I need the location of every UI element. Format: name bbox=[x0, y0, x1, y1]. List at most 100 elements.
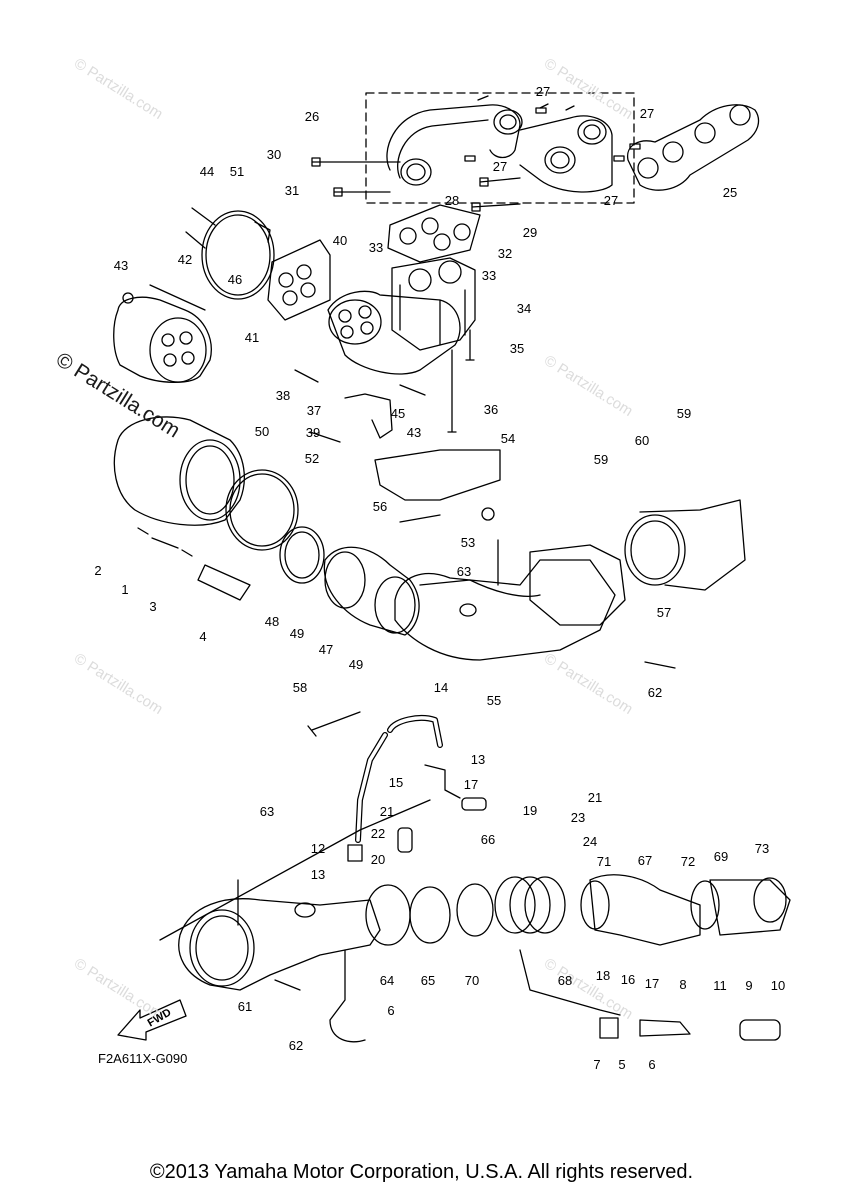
exhaust-gasket-25 bbox=[627, 104, 760, 191]
bolt-39 bbox=[309, 431, 341, 443]
part-label-5: 5 bbox=[618, 1057, 626, 1072]
part-label-11: 11 bbox=[713, 978, 727, 993]
gasket-59 bbox=[529, 544, 626, 626]
part-label-13: 13 bbox=[470, 752, 486, 767]
part-label-15: 15 bbox=[388, 775, 404, 790]
part-label-47: 47 bbox=[318, 642, 334, 657]
part-label-13: 13 bbox=[310, 867, 326, 882]
bolt-56 bbox=[399, 514, 441, 523]
part-label-46: 46 bbox=[227, 272, 243, 287]
part-label-14: 14 bbox=[433, 680, 449, 695]
part-label-62: 62 bbox=[288, 1038, 304, 1053]
part-label-35: 35 bbox=[509, 341, 525, 356]
band-72 bbox=[690, 880, 720, 930]
part-label-51: 51 bbox=[229, 164, 245, 179]
bolt-set-1-3 bbox=[137, 527, 193, 557]
fwd-arrow bbox=[117, 999, 187, 1041]
part-label-9: 9 bbox=[745, 978, 753, 993]
bracket-54 bbox=[374, 449, 501, 501]
hose-12 bbox=[347, 844, 363, 862]
part-label-56: 56 bbox=[372, 499, 388, 514]
part-label-33: 33 bbox=[368, 240, 384, 255]
part-label-17: 17 bbox=[644, 976, 660, 991]
part-label-73: 73 bbox=[754, 841, 770, 856]
copyright-notice: ©2013 Yamaha Motor Corporation, U.S.A. A… bbox=[149, 1161, 694, 1183]
part-label-64: 64 bbox=[379, 973, 395, 988]
part-label-41: 41 bbox=[244, 330, 260, 345]
intake-spacer-34 bbox=[391, 257, 476, 351]
part-label-48: 48 bbox=[264, 614, 280, 629]
bolts-44-42 bbox=[185, 207, 216, 249]
part-label-33: 33 bbox=[481, 268, 497, 283]
leader-41 bbox=[149, 284, 206, 311]
part-label-69: 69 bbox=[713, 849, 729, 864]
part-label-10: 10 bbox=[770, 978, 786, 993]
bolt-35 bbox=[465, 329, 475, 361]
part-label-22: 22 bbox=[370, 826, 386, 841]
gasket-48 bbox=[279, 526, 325, 584]
part-label-27: 27 bbox=[492, 159, 508, 174]
tee-15 bbox=[424, 764, 461, 799]
muffler-end-60 bbox=[624, 499, 746, 591]
part-label-20: 20 bbox=[370, 852, 386, 867]
hose-4 bbox=[197, 564, 251, 601]
part-label-37: 37 bbox=[306, 403, 322, 418]
bolts-upper bbox=[311, 157, 521, 212]
bolt-38 bbox=[294, 369, 319, 383]
bolt-58 bbox=[307, 711, 361, 737]
part-label-68: 68 bbox=[557, 973, 573, 988]
part-label-61: 61 bbox=[237, 999, 253, 1014]
part-label-67: 67 bbox=[637, 853, 653, 868]
part-label-27: 27 bbox=[603, 193, 619, 208]
part-label-60: 60 bbox=[634, 433, 650, 448]
part-label-8: 8 bbox=[679, 977, 687, 992]
part-label-54: 54 bbox=[500, 431, 516, 446]
part-label-59: 59 bbox=[593, 452, 609, 467]
part-label-58: 58 bbox=[292, 680, 308, 695]
part-label-26: 26 bbox=[304, 109, 320, 124]
part-label-18: 18 bbox=[595, 968, 611, 983]
bolt-62-upper bbox=[644, 661, 676, 669]
hose-18-part bbox=[461, 797, 487, 811]
part-label-57: 57 bbox=[656, 605, 672, 620]
leader-bracket bbox=[159, 799, 431, 941]
exhaust-elbow-61 bbox=[178, 898, 381, 991]
dowel-pins-27 bbox=[464, 107, 641, 162]
part-label-1: 1 bbox=[121, 582, 129, 597]
part-label-6: 6 bbox=[387, 1003, 395, 1018]
joint-69 bbox=[709, 877, 791, 936]
part-label-34: 34 bbox=[516, 301, 532, 316]
part-label-63: 63 bbox=[259, 804, 275, 819]
muffler-41 bbox=[113, 296, 212, 383]
part-label-3: 3 bbox=[149, 599, 157, 614]
part-label-27: 27 bbox=[535, 84, 551, 99]
part-label-23: 23 bbox=[570, 810, 586, 825]
part-label-70: 70 bbox=[464, 973, 480, 988]
part-label-21: 21 bbox=[379, 804, 395, 819]
part-label-66: 66 bbox=[480, 832, 496, 847]
joint-64 bbox=[365, 884, 411, 946]
part-label-31: 31 bbox=[284, 183, 300, 198]
part-label-7: 7 bbox=[593, 1057, 601, 1072]
exhaust-pipe-40 bbox=[267, 239, 461, 375]
part-label-44: 44 bbox=[199, 164, 215, 179]
part-label-25: 25 bbox=[722, 185, 738, 200]
bolt-62-lower bbox=[274, 979, 301, 991]
part-label-52: 52 bbox=[304, 451, 320, 466]
part-label-71: 71 bbox=[596, 854, 612, 869]
part-label-38: 38 bbox=[275, 388, 291, 403]
part-label-30: 30 bbox=[266, 147, 282, 162]
hose-7-part bbox=[599, 1017, 619, 1039]
part-label-36: 36 bbox=[483, 402, 499, 417]
manifold-gasket-32 bbox=[387, 204, 481, 263]
part-label-40: 40 bbox=[332, 233, 348, 248]
exhaust-pipe-55 bbox=[394, 559, 616, 661]
joint-68 bbox=[494, 876, 566, 934]
band-52 bbox=[225, 469, 299, 551]
bolt-36 bbox=[447, 349, 457, 433]
part-label-2: 2 bbox=[94, 563, 102, 578]
part-label-43: 43 bbox=[113, 258, 129, 273]
part-label-50: 50 bbox=[254, 424, 270, 439]
part-label-53: 53 bbox=[460, 535, 476, 550]
part-label-27: 27 bbox=[639, 106, 655, 121]
